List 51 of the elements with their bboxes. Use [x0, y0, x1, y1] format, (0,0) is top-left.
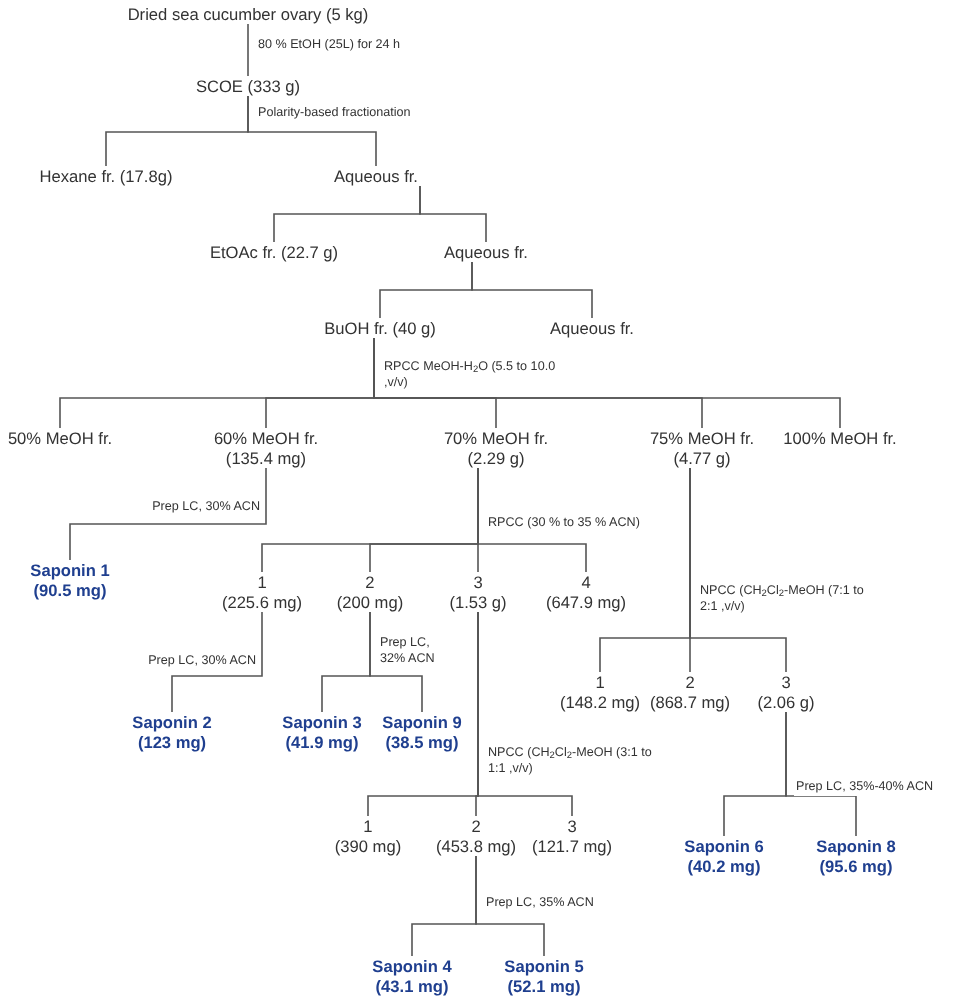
compound-label: Saponin 9	[380, 712, 464, 732]
compound-label: Saponin 4	[370, 956, 454, 976]
compound-label: Saponin 1	[28, 560, 112, 580]
fraction-label: Hexane fr. (17.8g)	[37, 166, 175, 186]
compound-label: (52.1 mg)	[502, 976, 586, 996]
compound-label: (90.5 mg)	[28, 580, 112, 600]
fraction-label: BuOH fr. (40 g)	[322, 318, 438, 338]
fraction-label: Aqueous fr.	[442, 242, 530, 262]
fraction-label: (121.7 mg)	[529, 836, 615, 856]
fraction-label: EtOAc fr. (22.7 g)	[207, 242, 341, 262]
fraction-label: (647.9 mg)	[543, 592, 629, 612]
fraction-label: Aqueous fr.	[332, 166, 420, 186]
fraction-label: 100% MeOH fr.	[781, 428, 899, 448]
connector-line	[419, 185, 487, 243]
fraction-label: (453.8 mg)	[433, 836, 519, 856]
fraction-label: (148.2 mg)	[557, 692, 643, 712]
connector-line	[785, 711, 857, 837]
compound-label: Saponin 2	[130, 712, 214, 732]
connector-line	[475, 855, 545, 957]
compound-label: Saponin 8	[814, 836, 898, 856]
connector-line	[477, 467, 587, 573]
fraction-label: (2.06 g)	[755, 692, 817, 712]
connector-line	[247, 95, 377, 167]
fraction-label: Dried sea cucumber ovary (5 kg)	[125, 4, 371, 24]
connector-line	[369, 611, 423, 713]
fraction-label: (225.6 mg)	[219, 592, 305, 612]
connector-line	[69, 467, 267, 561]
connector-line	[373, 337, 841, 429]
fraction-label: (868.7 mg)	[647, 692, 733, 712]
compound-label: (95.6 mg)	[814, 856, 898, 876]
connector-line	[471, 261, 593, 319]
fraction-label: Aqueous fr.	[548, 318, 636, 338]
fraction-label: 70% MeOH fr.	[441, 428, 551, 448]
fraction-label: 75% MeOH fr.	[647, 428, 757, 448]
compound-label: Saponin 5	[502, 956, 586, 976]
compound-label: Saponin 6	[682, 836, 766, 856]
connector-line	[247, 23, 249, 77]
fraction-label: (200 mg)	[334, 592, 406, 612]
compound-label: (43.1 mg)	[370, 976, 454, 996]
fraction-label: SCOE (333 g)	[193, 76, 303, 96]
fraction-label: 50% MeOH fr.	[5, 428, 115, 448]
fraction-label: 60% MeOH fr.	[211, 428, 321, 448]
compound-label: (40.2 mg)	[682, 856, 766, 876]
connector-line	[171, 611, 263, 713]
compound-label: Saponin 3	[280, 712, 364, 732]
fraction-label: (1.53 g)	[447, 592, 509, 612]
compound-label: (38.5 mg)	[380, 732, 464, 752]
fraction-label: (390 mg)	[332, 836, 404, 856]
connector-line	[477, 611, 573, 817]
compound-label: (41.9 mg)	[280, 732, 364, 752]
connector-line	[689, 467, 787, 673]
